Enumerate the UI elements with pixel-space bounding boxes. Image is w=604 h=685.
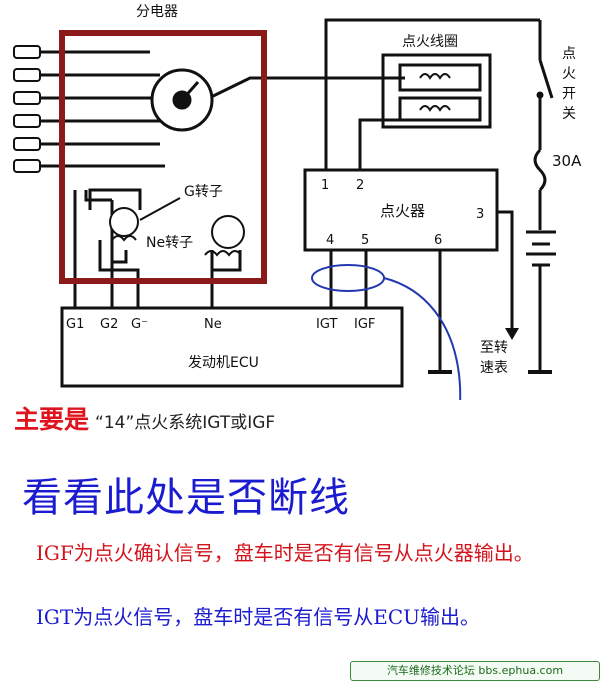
ecu-pin-g-minus: G⁻: [131, 317, 148, 332]
tachometer-label-2: 速表: [480, 360, 508, 376]
switch-label-3: 开: [562, 86, 576, 102]
ecu-pin-g1: G1: [66, 317, 84, 332]
tachometer-label-1: 至转: [480, 340, 508, 356]
ignition-circuit-diagram: 分电器 点火线圈 点 火 开 关 30A 点火器 1 2 3 4 5 6 G转子…: [13, 4, 582, 400]
distributor-label: 分电器: [136, 4, 178, 20]
igniter-pin-1: 1: [321, 178, 329, 193]
main-point-detail: “14”点火系统IGT或IGF: [95, 413, 276, 433]
ne-rotor: [204, 215, 245, 257]
highlight-ellipse: [311, 264, 385, 292]
ecu-pin-igf: IGF: [354, 317, 375, 332]
battery-icon: [526, 230, 556, 267]
distributor-box: [59, 30, 267, 284]
spark-plugs: [13, 45, 41, 173]
ignition-coil-label: 点火线圈: [402, 34, 458, 50]
igniter-label: 点火器: [380, 202, 425, 220]
main-point-text: 主要是: [14, 405, 90, 434]
forum-watermark: 汽车维修技术论坛 bbs.ephua.com: [350, 661, 600, 681]
ecu-pin-igt: IGT: [316, 317, 337, 332]
ignition-coil: [381, 53, 492, 129]
fuse-label: 30A: [552, 152, 582, 170]
ne-rotor-label: Ne转子: [146, 235, 193, 251]
igt-note: IGT为点火信号，盘车时是否有信号从ECU输出。: [36, 605, 480, 629]
ecu-pin-g2: G2: [100, 317, 118, 332]
g-rotor: [109, 197, 181, 242]
igf-note: IGF为点火确认信号，盘车时是否有信号从点火器输出。: [36, 541, 534, 565]
switch-label-4: 关: [562, 106, 576, 122]
ecu-label: 发动机ECU: [188, 355, 259, 371]
switch-label-1: 点: [562, 46, 576, 62]
igniter-pin-5: 5: [361, 233, 369, 248]
switch-label-2: 火: [562, 66, 576, 82]
fuse-icon: [533, 148, 547, 192]
igniter-pin-2: 2: [356, 178, 364, 193]
ecu-box: [60, 306, 404, 388]
distributor-cap: [150, 68, 214, 132]
ignition-switch: [536, 59, 554, 99]
tachometer-arrow: [505, 328, 519, 340]
igniter-pin-4: 4: [326, 233, 334, 248]
main-point-heading: 主要是“14”点火系统IGT或IGF: [14, 400, 275, 436]
igniter-pin-3: 3: [476, 207, 484, 222]
pointer-curve: [383, 277, 462, 400]
wires: [40, 18, 542, 370]
igniter-pin-6: 6: [434, 233, 442, 248]
check-here-callout: 看看此处是否断线: [22, 475, 350, 521]
ecu-pin-ne: Ne: [204, 317, 222, 332]
igniter-box: [303, 168, 499, 252]
g-rotor-label: G转子: [184, 184, 223, 200]
